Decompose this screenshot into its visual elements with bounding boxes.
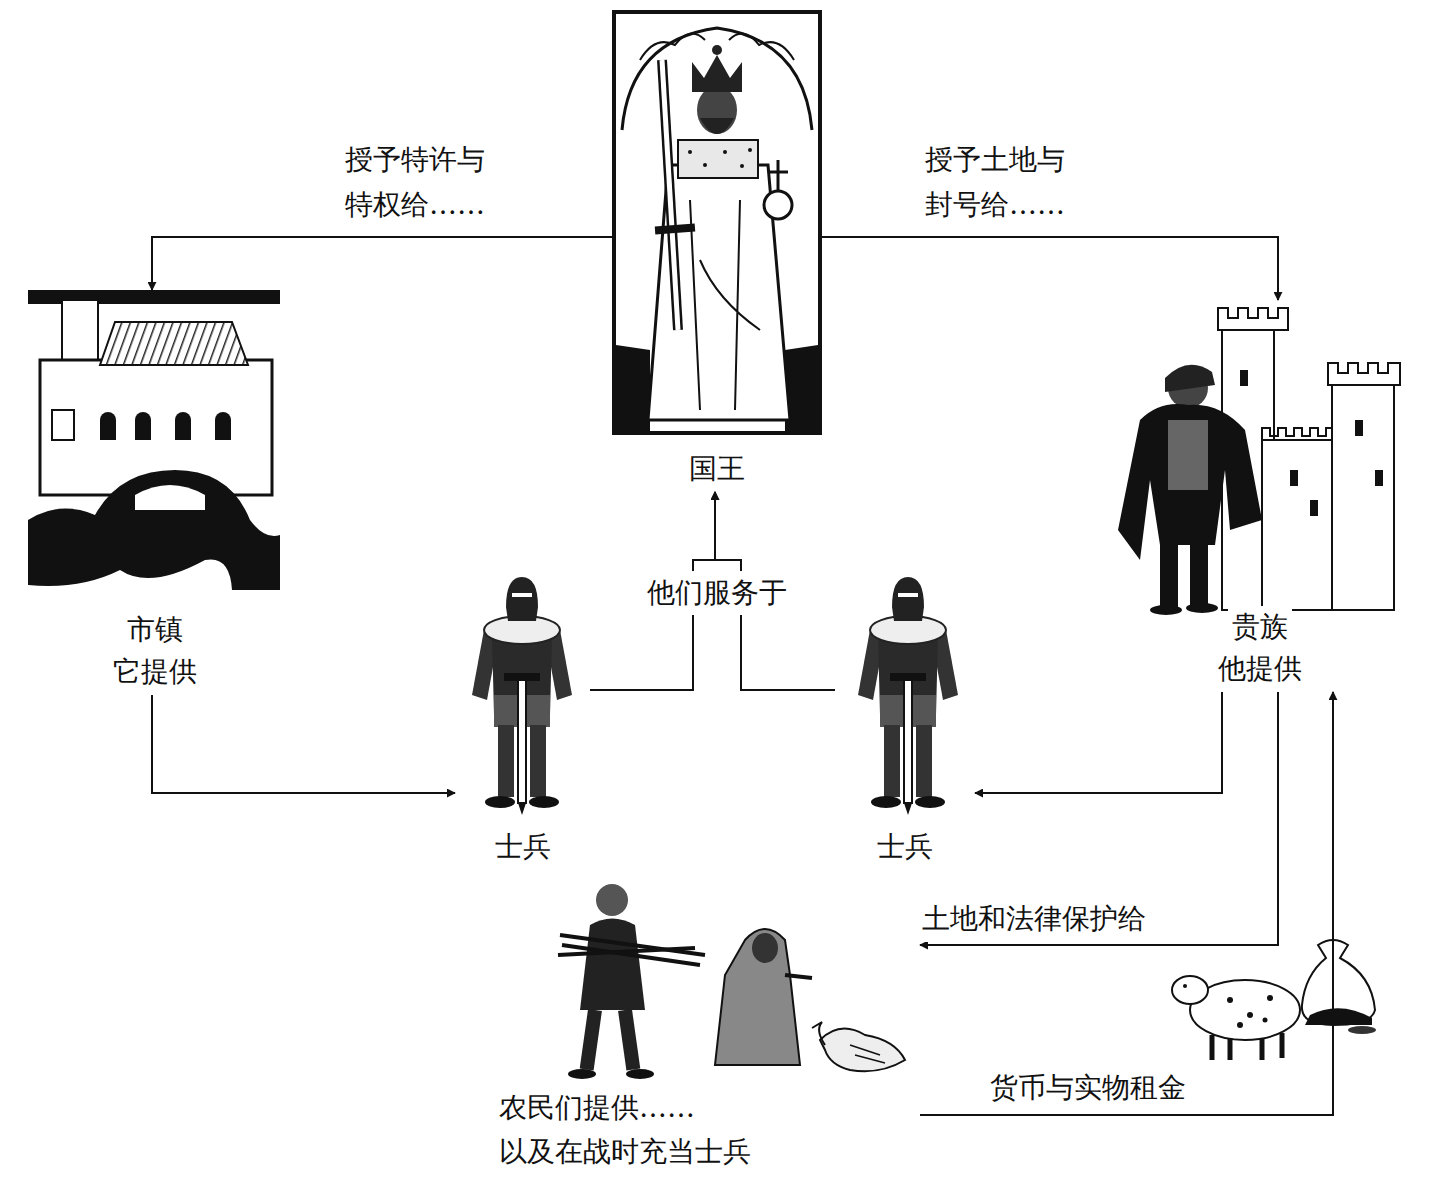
figure-caption: 国王	[685, 448, 749, 490]
edge-label: 土地和法律保护给	[918, 897, 1150, 942]
peasants-picture	[558, 884, 905, 1079]
edge-label: 授予特许与 特权给……	[341, 138, 517, 228]
town-picture	[28, 290, 280, 590]
king-node: 国王	[612, 10, 822, 492]
arrow-connector	[152, 237, 612, 290]
figure-caption: 它提供	[109, 651, 201, 693]
caption-group: 士兵	[455, 826, 590, 870]
figure-caption: 他提供	[1214, 648, 1306, 690]
noble-picture	[1118, 308, 1400, 615]
caption-group: 国王	[612, 448, 822, 492]
soldier-node: 士兵	[455, 575, 590, 870]
arrow-connector	[822, 237, 1278, 300]
rent-picture	[1172, 940, 1376, 1060]
town-node: 市镇它提供	[28, 290, 282, 695]
figure-caption: 市镇	[123, 609, 187, 651]
soldier-node: 士兵	[835, 575, 975, 870]
edge-label: 授予土地与 封号给……	[921, 138, 1097, 228]
caption-group: 市镇它提供	[28, 609, 282, 695]
figure-caption: 贵族	[1228, 606, 1292, 648]
noble-node: 贵族他提供	[1115, 300, 1405, 692]
edge-label: 他们服务于	[643, 571, 791, 616]
king-picture	[614, 12, 820, 433]
edge-label: 货币与实物租金	[986, 1066, 1190, 1111]
figure-caption: 士兵	[491, 826, 555, 868]
caption-group: 贵族他提供	[1115, 606, 1405, 692]
arrow-connector	[975, 692, 1222, 793]
caption-group: 农民们提供…… 以及在战时充当士兵	[495, 1086, 920, 1175]
arrow-connector	[152, 695, 455, 793]
figure-caption: 农民们提供…… 以及在战时充当士兵	[495, 1086, 783, 1173]
caption-group: 士兵	[835, 826, 975, 870]
figure-caption: 士兵	[873, 826, 937, 868]
peasants-node: 农民们提供…… 以及在战时充当士兵	[495, 880, 920, 1175]
